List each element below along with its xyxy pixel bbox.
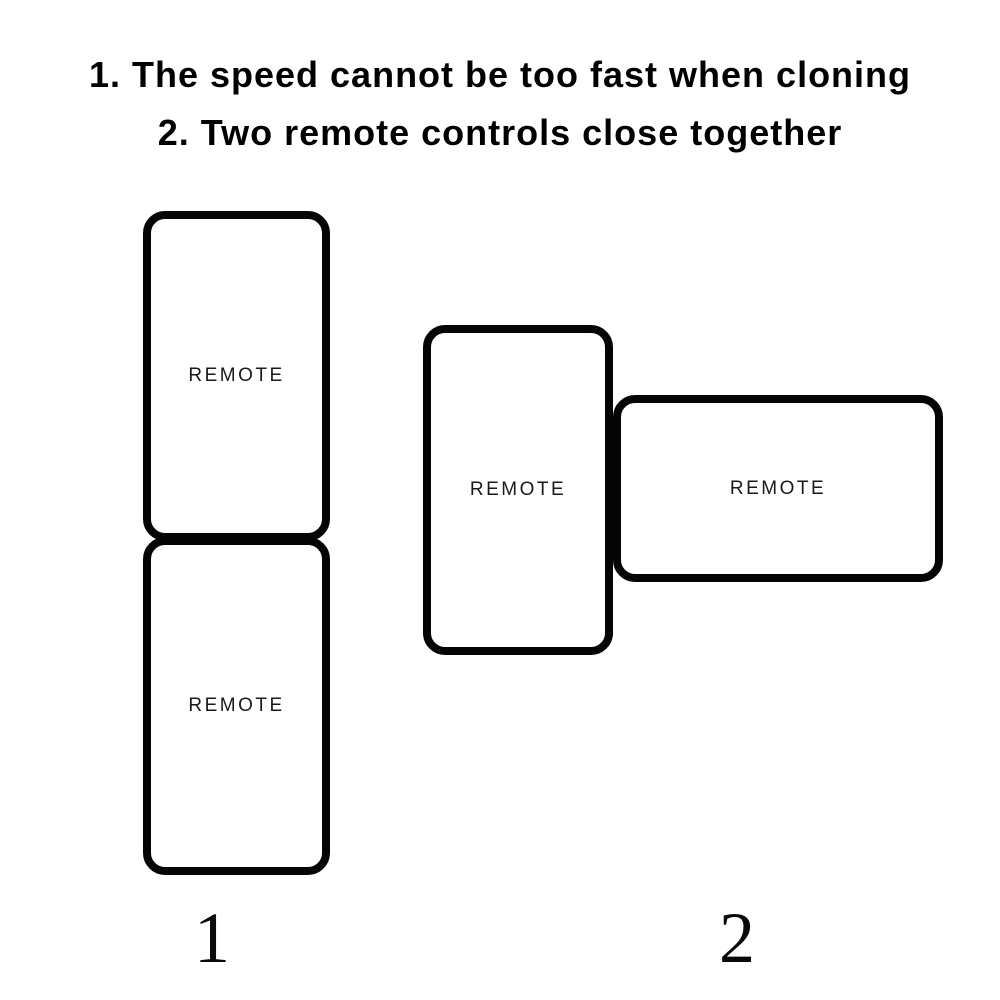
remote-label: REMOTE bbox=[188, 695, 285, 716]
figure-2-number: 2 bbox=[719, 898, 755, 978]
remote-label: REMOTE bbox=[729, 477, 827, 499]
figure2-remote-vertical: REMOTE bbox=[423, 325, 613, 655]
figure-1-number: 1 bbox=[194, 898, 230, 978]
figure1-remote-top: REMOTE bbox=[143, 211, 330, 541]
instruction-line-2: 2. Two remote controls close together bbox=[157, 112, 843, 153]
instruction-line-1: 1. The speed cannot be too fast when clo… bbox=[88, 54, 912, 95]
remote-label: REMOTE bbox=[188, 365, 285, 386]
remote-label: REMOTE bbox=[469, 479, 567, 500]
figure1-remote-bottom: REMOTE bbox=[143, 537, 330, 875]
figure2-remote-horizontal: REMOTE bbox=[613, 395, 943, 582]
